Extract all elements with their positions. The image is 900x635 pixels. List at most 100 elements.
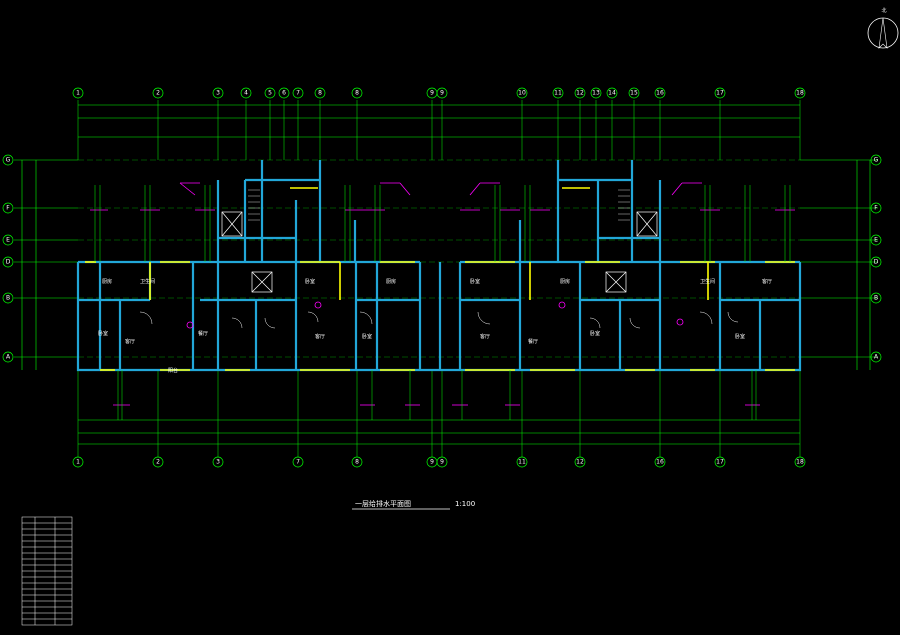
room-label: 卫生间 <box>700 278 715 285</box>
north-arrow: 北 <box>867 7 899 49</box>
svg-text:7: 7 <box>296 90 300 97</box>
svg-text:F: F <box>6 205 10 212</box>
row-axis-right-e: E <box>870 234 882 246</box>
column-axis-top-13: 11 <box>552 87 564 99</box>
svg-text:13: 13 <box>592 90 600 97</box>
dimension-lines <box>21 104 871 445</box>
room-label: 卧室 <box>470 278 480 285</box>
room-label: 客厅 <box>315 333 325 340</box>
svg-text:B: B <box>6 295 10 302</box>
svg-text:12: 12 <box>576 459 584 466</box>
svg-text:A: A <box>874 354 879 361</box>
room-label: 餐厅 <box>198 330 208 337</box>
svg-text:8: 8 <box>318 90 322 97</box>
column-axis-top-11: 9 <box>436 87 448 99</box>
column-axis-top-5: 5 <box>264 87 276 99</box>
column-axis-bottom-8: 11 <box>516 456 528 468</box>
svg-text:18: 18 <box>796 459 804 466</box>
column-axis-bottom-7: 9 <box>436 456 448 468</box>
column-axis-top-1: 1 <box>72 87 84 99</box>
svg-text:2: 2 <box>156 459 160 466</box>
column-axis-top-4: 4 <box>240 87 252 99</box>
room-label: 客厅 <box>480 333 490 340</box>
column-axis-top-6: 6 <box>278 87 290 99</box>
svg-text:9: 9 <box>430 459 434 466</box>
svg-text:F: F <box>874 205 878 212</box>
room-label: 卧室 <box>362 333 372 340</box>
room-label: 厨房 <box>102 278 112 285</box>
svg-text:9: 9 <box>430 90 434 97</box>
column-axis-top-18: 16 <box>654 87 666 99</box>
svg-text:4: 4 <box>244 90 248 97</box>
column-axis-bottom-2: 2 <box>152 456 164 468</box>
row-axis-right-b: B <box>870 292 882 304</box>
svg-text:11: 11 <box>554 90 562 97</box>
row-axis-right-g: G <box>870 154 882 166</box>
column-axis-top-10: 9 <box>426 87 438 99</box>
svg-text:E: E <box>874 237 878 244</box>
pipe-annotations <box>90 182 795 406</box>
svg-text:3: 3 <box>216 90 220 97</box>
row-axis-right-f: F <box>870 202 882 214</box>
room-label: 厨房 <box>560 278 570 285</box>
column-axis-top-20: 18 <box>794 87 806 99</box>
legend-table <box>21 516 73 626</box>
row-axis-left-f: F <box>2 202 14 214</box>
walls <box>76 160 802 372</box>
svg-text:G: G <box>6 157 11 164</box>
stair-cores <box>221 189 658 293</box>
svg-text:1: 1 <box>76 459 80 466</box>
row-axis-right-a: A <box>870 351 882 363</box>
room-label: 卧室 <box>98 330 108 337</box>
column-axis-bottom-12: 18 <box>794 456 806 468</box>
svg-text:9: 9 <box>440 90 444 97</box>
svg-text:5: 5 <box>268 90 272 97</box>
svg-text:10: 10 <box>518 90 526 97</box>
svg-text:G: G <box>874 157 879 164</box>
drawing-scale: 1:100 <box>455 500 475 508</box>
column-axis-bottom-4: 7 <box>292 456 304 468</box>
room-label: 阳台 <box>168 367 178 374</box>
column-axis-top-3: 3 <box>212 87 224 99</box>
svg-text:11: 11 <box>518 459 526 466</box>
column-axis-bottom-3: 3 <box>212 456 224 468</box>
column-axis-top-14: 12 <box>574 87 586 99</box>
svg-text:E: E <box>6 237 10 244</box>
column-axis-top-15: 13 <box>590 87 602 99</box>
column-axis-top-2: 2 <box>152 87 164 99</box>
svg-text:7: 7 <box>296 459 300 466</box>
room-label: 餐厅 <box>528 338 538 345</box>
svg-text:16: 16 <box>656 459 664 466</box>
column-axis-bottom-6: 9 <box>426 456 438 468</box>
room-label: 客厅 <box>125 338 135 345</box>
room-label: 卧室 <box>305 278 315 285</box>
svg-text:8: 8 <box>355 459 359 466</box>
row-axis-lines <box>14 159 878 358</box>
drawing-title-block: 一层给排水平面图 1:100 <box>352 499 475 510</box>
row-axis-left-d: D <box>2 256 14 268</box>
svg-text:17: 17 <box>716 459 724 466</box>
column-axis-bottom-9: 12 <box>574 456 586 468</box>
row-axis-left-g: G <box>2 154 14 166</box>
svg-text:16: 16 <box>656 90 664 97</box>
column-axis-top-8: 8 <box>314 87 326 99</box>
column-axis-top-12: 10 <box>516 87 528 99</box>
row-axis-left-e: E <box>2 234 14 246</box>
column-axis-bottom-1: 1 <box>72 456 84 468</box>
svg-text:9: 9 <box>440 459 444 466</box>
door-swings <box>139 311 739 329</box>
svg-text:17: 17 <box>716 90 724 97</box>
room-label: 卫生间 <box>140 278 155 285</box>
pipe-risers <box>94 185 791 420</box>
drawing-title: 一层给排水平面图 <box>355 499 411 508</box>
column-axis-bottom-10: 16 <box>654 456 666 468</box>
row-axis-left-b: B <box>2 292 14 304</box>
room-label: 卧室 <box>590 330 600 337</box>
svg-text:D: D <box>874 259 879 266</box>
room-label: 客厅 <box>762 278 772 285</box>
svg-text:8: 8 <box>355 90 359 97</box>
svg-text:A: A <box>6 354 11 361</box>
column-axis-top-9: 8 <box>351 87 363 99</box>
